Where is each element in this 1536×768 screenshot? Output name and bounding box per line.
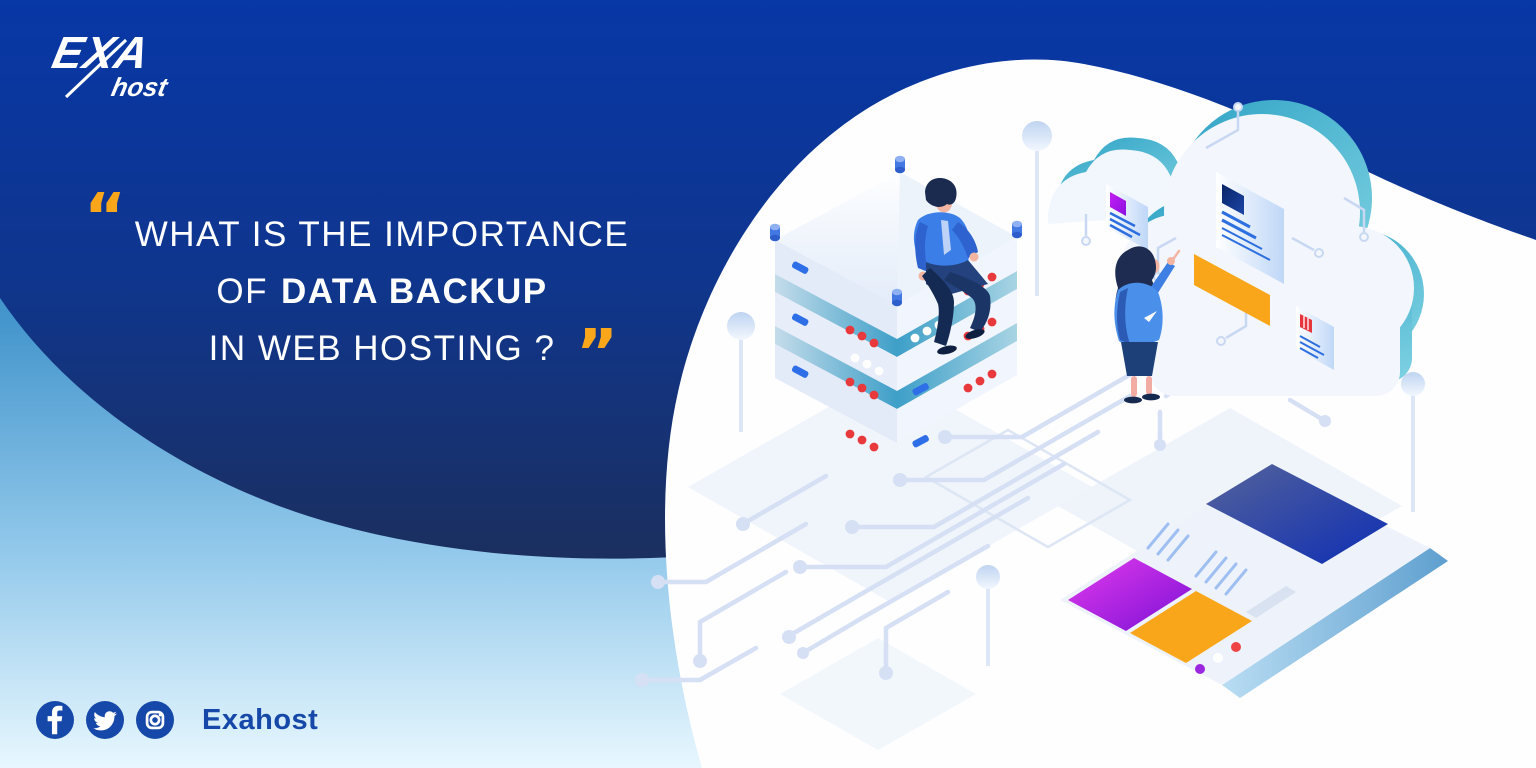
pin: [1022, 121, 1052, 296]
exahost-logo-mark: EXA host: [48, 27, 171, 102]
logo-text-exa: EXA: [48, 27, 154, 77]
circuit-lines: [645, 359, 1323, 683]
browser-edge: [1222, 548, 1448, 698]
small-cloud: [1048, 137, 1204, 224]
browser-gray-bar: [1246, 586, 1296, 618]
browser-hero-panel: [1206, 464, 1388, 564]
headline-line2-bold: DATA BACKUP: [280, 272, 548, 311]
headline-line2: OF DATA BACKUP: [108, 263, 656, 320]
sitting-man: [913, 178, 991, 355]
server-leds-white: [850, 320, 944, 376]
browser-orange-panel: [1130, 591, 1252, 663]
browser-dot-purple: [1195, 664, 1205, 674]
footer-social-bar: Exahost: [36, 701, 318, 739]
browser-dot-red: [1231, 642, 1241, 652]
browser-window: [1060, 464, 1448, 698]
browser-dot-white: [1213, 653, 1223, 663]
browser-purple-panel: [1068, 558, 1192, 631]
pin: [976, 565, 1000, 666]
pin: [727, 312, 755, 432]
open-quote-mark: “: [84, 181, 127, 255]
standing-woman: [1114, 246, 1181, 404]
exahost-logo: EXA host: [30, 12, 220, 116]
instagram-icon[interactable]: [136, 701, 174, 739]
facebook-icon[interactable]: [36, 701, 74, 739]
data-card-purple: [1106, 184, 1148, 250]
browser-text-dashes: [1146, 522, 1248, 596]
location-pins: [727, 121, 1425, 666]
logo-swoosh: [64, 38, 128, 99]
cloud-trace-nodes: [1081, 102, 1369, 346]
close-quote-mark: ”: [576, 317, 619, 391]
orange-banner-bar: [1194, 254, 1270, 326]
pin: [1401, 372, 1425, 512]
headline-line3: IN WEB HOSTING ?: [208, 329, 556, 368]
data-card-navy: [1216, 172, 1284, 284]
logo-text-host: host: [109, 72, 171, 102]
server-dashes: [791, 261, 929, 448]
headline-line1: WHAT IS THE IMPORTANCE: [134, 215, 630, 254]
headline-line2-prefix: OF: [216, 272, 268, 311]
cloud-storage: [1048, 100, 1424, 396]
server-pegs: [770, 155, 1022, 307]
data-card-red: [1296, 306, 1334, 370]
footer-brand-name: Exahost: [202, 703, 319, 736]
twitter-icon[interactable]: [86, 701, 124, 739]
